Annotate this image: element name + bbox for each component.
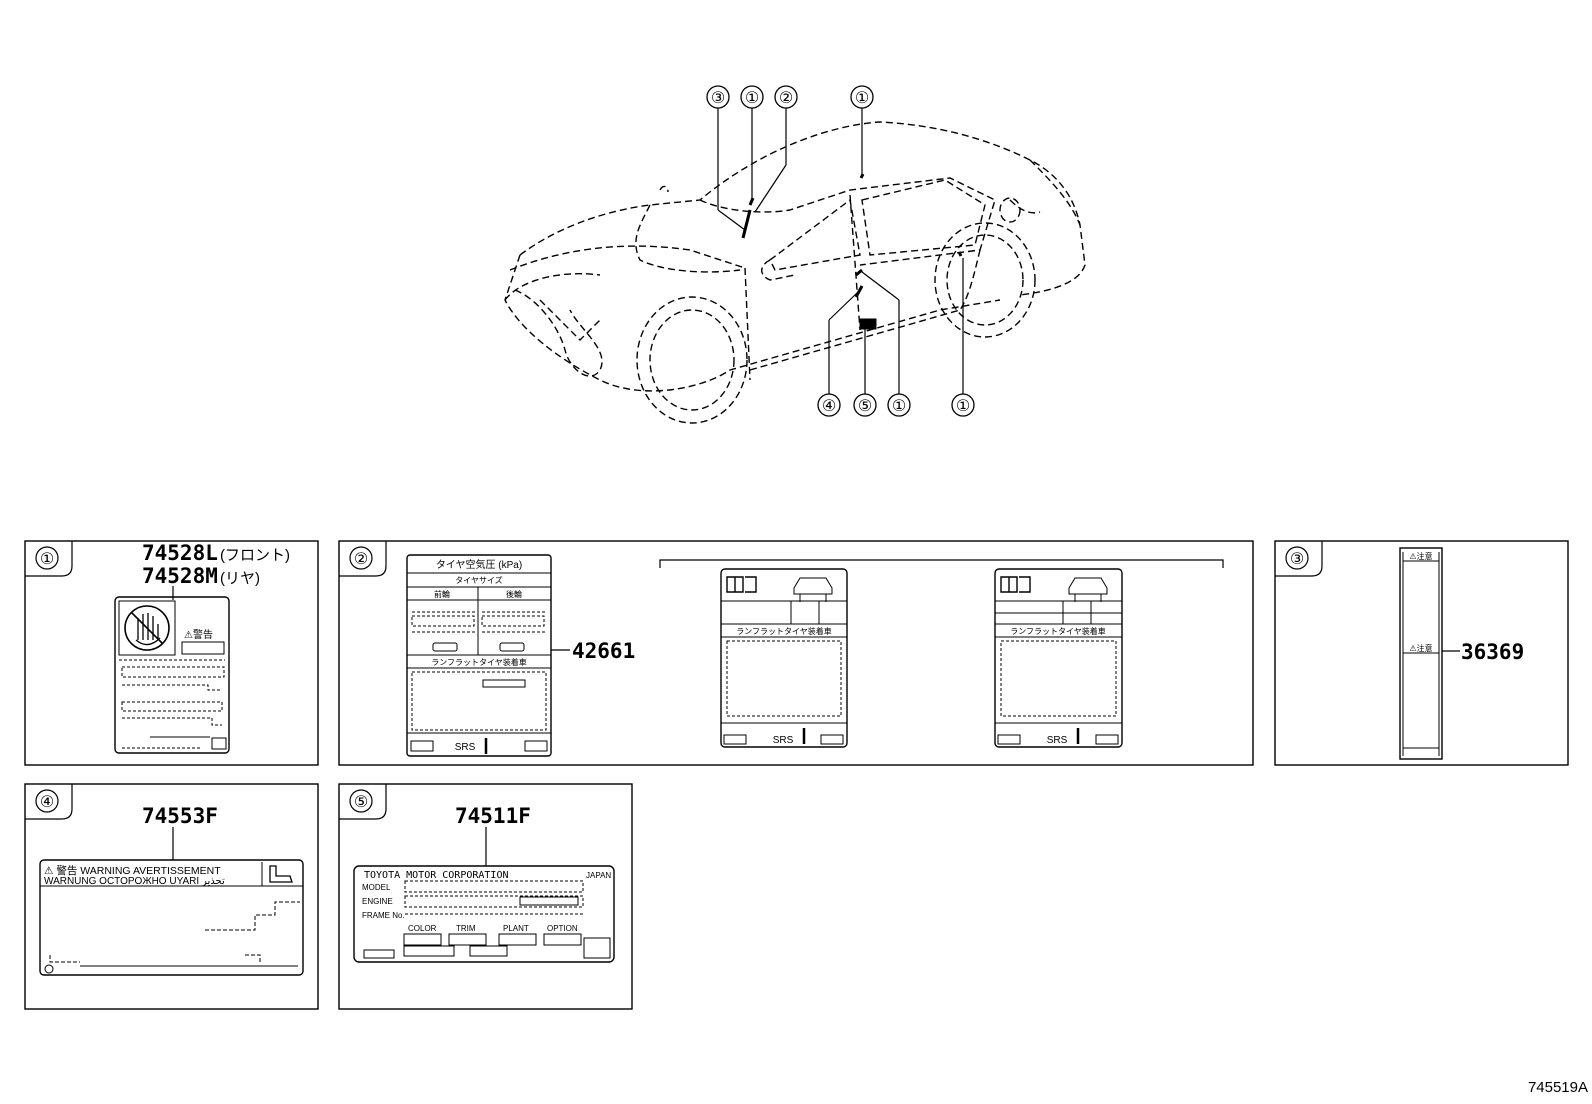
svg-text:①: ①	[956, 398, 970, 415]
label-74553F-line2: WARNUNG OCTOPOЖHO UYARI تحذير	[44, 876, 225, 887]
svg-text:⑤: ⑤	[858, 398, 872, 415]
panel-4: ④ 74553F ⚠ 警告 WARNING AVERTISSEMENT WARN…	[24, 783, 319, 1010]
car-illustration	[504, 121, 1086, 424]
label-74511F-trim: TRIM	[456, 924, 476, 933]
label-74528-warning: ⚠警告	[184, 628, 213, 641]
manual-icon	[726, 576, 757, 593]
label-74511F-frame: FRAME No.	[362, 911, 405, 920]
alt-label-b-runflat: ランフラットタイヤ装着車	[1010, 626, 1106, 636]
label-74511F-color: COLOR	[408, 924, 437, 933]
callout-top-3: ③	[706, 85, 730, 109]
svg-text:③: ③	[711, 90, 725, 107]
svg-text:①: ①	[892, 398, 906, 415]
alt-label-b-srs: SRS	[1047, 735, 1068, 746]
label-42661-srs: SRS	[455, 742, 476, 753]
label-74511F-plant: PLANT	[503, 924, 529, 933]
part-number-74528M: 74528M	[142, 564, 218, 588]
label-42661-tire-size: タイヤサイズ	[455, 575, 503, 585]
panel-2-index: ②	[354, 551, 368, 568]
label-42661	[406, 554, 552, 757]
callout-leader-lines	[717, 108, 964, 394]
part-number-74511F: 74511F	[455, 804, 531, 828]
part-note-rear: (リヤ)	[220, 570, 260, 587]
label-74511F-maker: TOYOTA MOTOR CORPORATION	[364, 870, 509, 881]
callout-top-1b: ①	[850, 85, 874, 109]
part-number-74553F: 74553F	[142, 804, 218, 828]
label-42661-runflat: ランフラットタイヤ装着車	[431, 657, 527, 667]
svg-text:②: ②	[779, 90, 793, 107]
callout-bottom-5: ⑤	[853, 393, 877, 417]
label-42661-title: タイヤ空気圧 (kPa)	[436, 558, 522, 571]
label-36369-top: ⚠注意	[1409, 551, 1432, 561]
alt-label-b	[994, 568, 1123, 748]
part-number-42661: 42661	[572, 639, 635, 663]
alt-label-a-runflat: ランフラットタイヤ装着車	[736, 626, 832, 636]
callout-bottom-1b: ①	[951, 393, 975, 417]
alt-label-a-srs: SRS	[773, 735, 794, 746]
car-tire-icon	[793, 577, 833, 602]
hand-icon	[135, 613, 161, 646]
diagram-id: 745519A	[1528, 1079, 1588, 1096]
label-74528	[114, 596, 230, 754]
car-tire-icon	[1068, 577, 1108, 602]
label-74511F	[353, 865, 615, 963]
panel-5-index: ⑤	[354, 794, 368, 811]
alternative-bracket	[659, 559, 1224, 568]
part-note-front: (フロント)	[220, 547, 290, 564]
callout-bottom-4: ④	[817, 393, 841, 417]
alt-label-a	[720, 568, 848, 748]
panel-3-index: ③	[1290, 551, 1304, 568]
callout-top-1a: ①	[740, 85, 764, 109]
panel-3: ③ ⚠注意 ⚠注意 36369	[1274, 540, 1569, 766]
label-36369	[1399, 547, 1443, 760]
part-number-74528L: 74528L	[142, 541, 218, 565]
label-42661-rear: 後輪	[506, 589, 522, 599]
panel-2: ② タイヤ空気圧 (kPa) タイヤサイズ 前輪	[338, 540, 1254, 766]
svg-text:①: ①	[745, 90, 759, 107]
label-74511F-model: MODEL	[362, 883, 391, 892]
panel-1-index: ①	[40, 551, 54, 568]
panel-4-index: ④	[40, 794, 54, 811]
label-42661-front: 前輪	[434, 589, 450, 599]
manual-icon	[1000, 576, 1031, 593]
callout-bottom-1a: ①	[887, 393, 911, 417]
panel-5: ⑤ 74511F TOYOTA MOTOR CORPORATION JAPAN …	[338, 783, 633, 1010]
label-74511F-option: OPTION	[547, 924, 578, 933]
callout-top-2: ②	[774, 85, 798, 109]
car-label-markers	[741, 173, 963, 330]
svg-text:④: ④	[822, 398, 836, 415]
panel-1: ① 74528L (フロント) 74528M (リヤ) ⚠警告	[24, 540, 319, 766]
label-74511F-country: JAPAN	[586, 871, 611, 880]
label-74511F-engine: ENGINE	[362, 897, 393, 906]
label-74553F-line1: ⚠ 警告 WARNING AVERTISSEMENT	[44, 864, 221, 877]
seat-icon	[269, 865, 293, 883]
part-number-36369: 36369	[1461, 640, 1524, 664]
svg-text:①: ①	[855, 90, 869, 107]
label-36369-mid: ⚠注意	[1409, 643, 1432, 653]
label-74553F	[39, 859, 304, 976]
